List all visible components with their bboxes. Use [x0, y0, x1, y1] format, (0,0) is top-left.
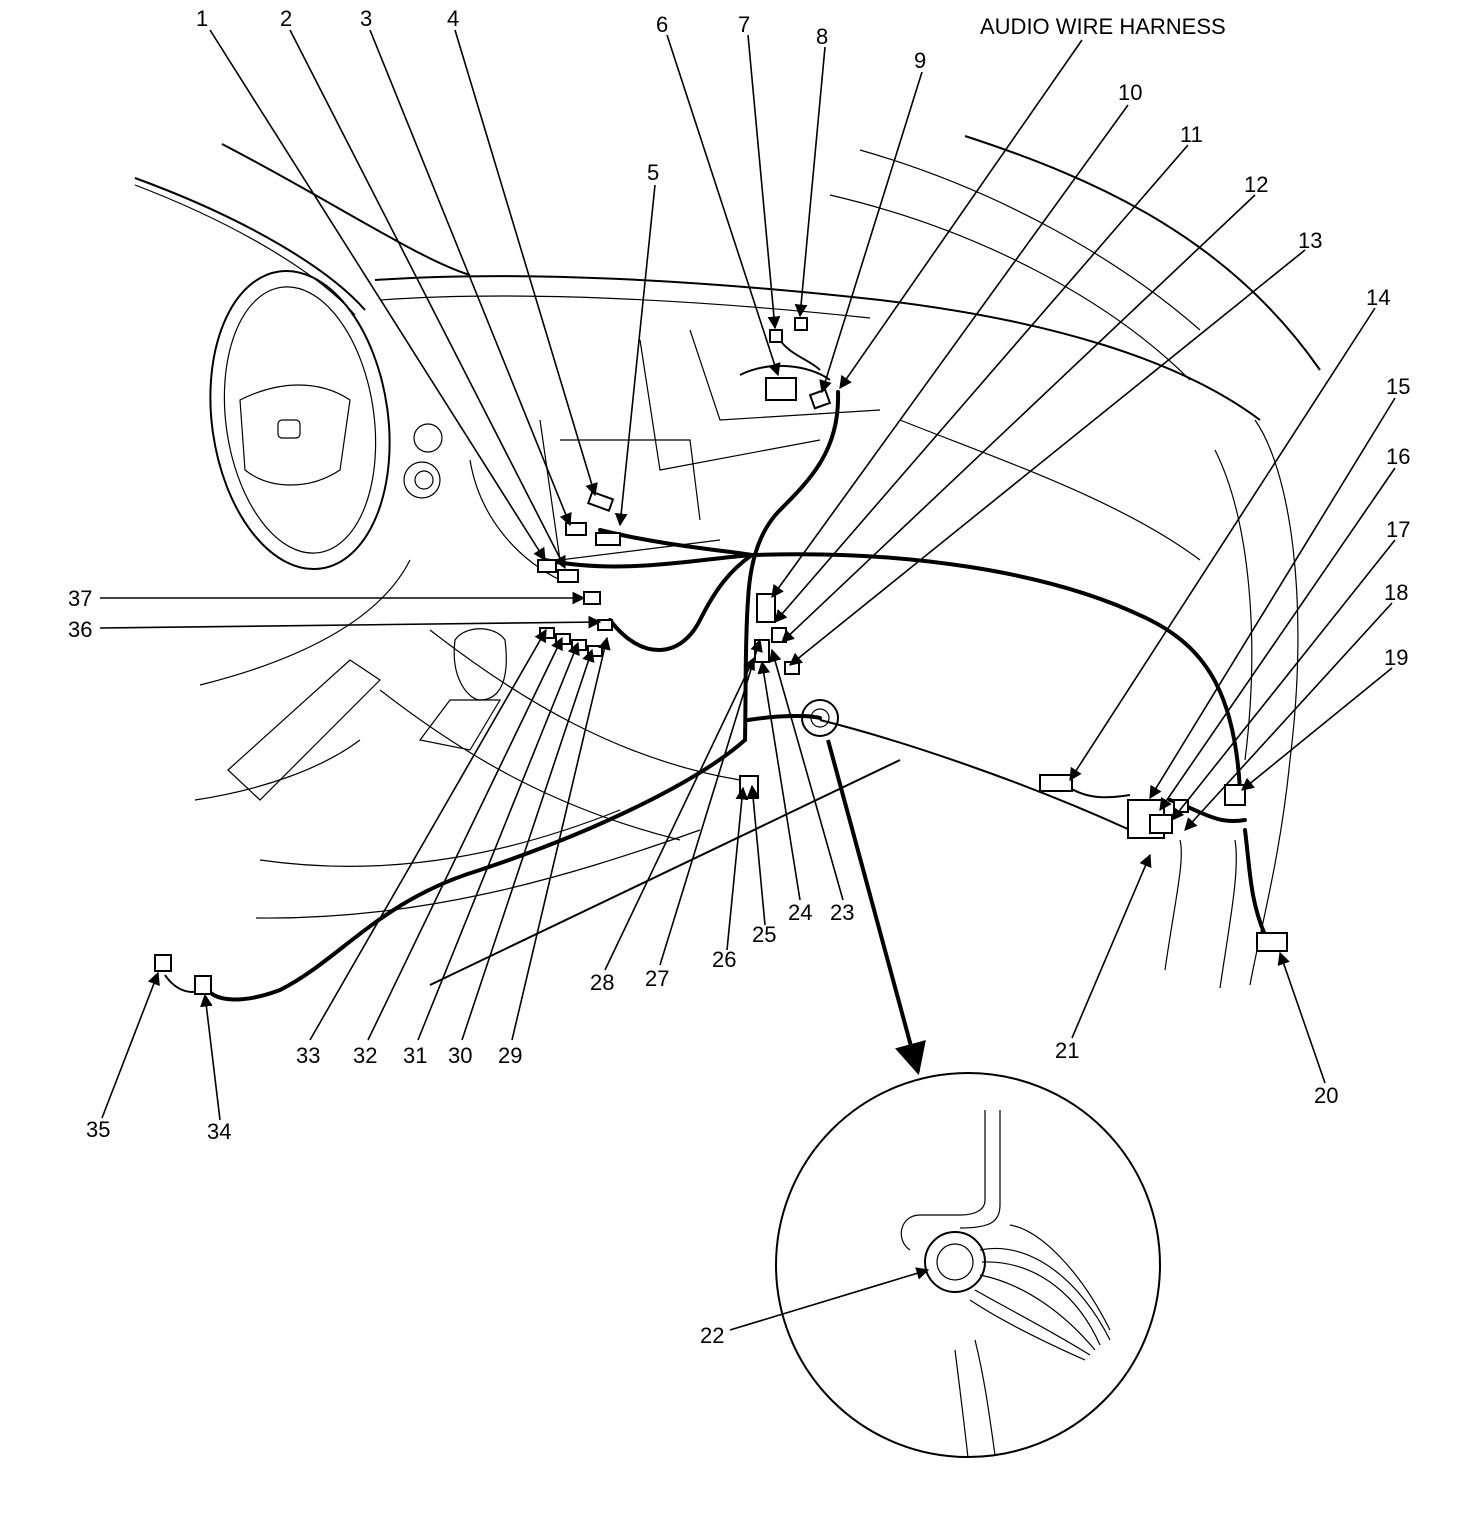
steering-wheel	[209, 269, 443, 571]
callout-32: 32	[353, 1043, 377, 1068]
callout-8: 8	[816, 24, 828, 49]
callout-29: 29	[498, 1043, 522, 1068]
callout-20: 20	[1314, 1083, 1338, 1108]
callout-5: 5	[647, 160, 659, 185]
callout-22: 22	[700, 1323, 724, 1348]
callout-11: 11	[1180, 122, 1203, 147]
leader-lines	[99, 29, 1396, 1331]
callout-2: 2	[280, 6, 292, 31]
callout-6: 6	[656, 12, 668, 37]
callout-7: 7	[738, 12, 750, 37]
callout-33: 33	[296, 1043, 320, 1068]
callout-28: 28	[590, 970, 614, 995]
callout-31: 31	[403, 1043, 427, 1068]
diagram-title: AUDIO WIRE HARNESS	[980, 14, 1226, 39]
callout-26: 26	[712, 947, 736, 972]
callout-17: 17	[1386, 517, 1410, 542]
callout-24: 24	[788, 900, 812, 925]
callout-4: 4	[447, 6, 459, 31]
callout-35: 35	[86, 1117, 110, 1142]
callout-23: 23	[830, 900, 854, 925]
callout-27: 27	[645, 966, 669, 991]
callout-3: 3	[360, 6, 372, 31]
callout-36: 36	[68, 617, 92, 642]
callout-34: 34	[207, 1119, 231, 1144]
dashboard-outline	[134, 135, 1321, 989]
callout-25: 25	[752, 922, 776, 947]
callout-21: 21	[1055, 1038, 1079, 1063]
callout-37: 37	[68, 586, 92, 611]
callout-9: 9	[914, 48, 926, 73]
callout-18: 18	[1384, 580, 1408, 605]
callout-19: 19	[1384, 645, 1408, 670]
callout-14: 14	[1366, 285, 1390, 310]
wire-harness	[164, 339, 1267, 1002]
callout-labels: 1 2 3 4 5 6 7 8 9 10 11 12 13 14 15 16 1…	[68, 6, 1410, 1348]
callout-10: 10	[1118, 80, 1142, 105]
callout-13: 13	[1298, 228, 1322, 253]
callout-12: 12	[1244, 172, 1268, 197]
callout-1: 1	[196, 6, 208, 31]
callout-30: 30	[448, 1043, 472, 1068]
callout-15: 15	[1386, 374, 1410, 399]
grommet	[801, 699, 839, 737]
detail-inset	[775, 1072, 1161, 1459]
callout-16: 16	[1386, 444, 1410, 469]
